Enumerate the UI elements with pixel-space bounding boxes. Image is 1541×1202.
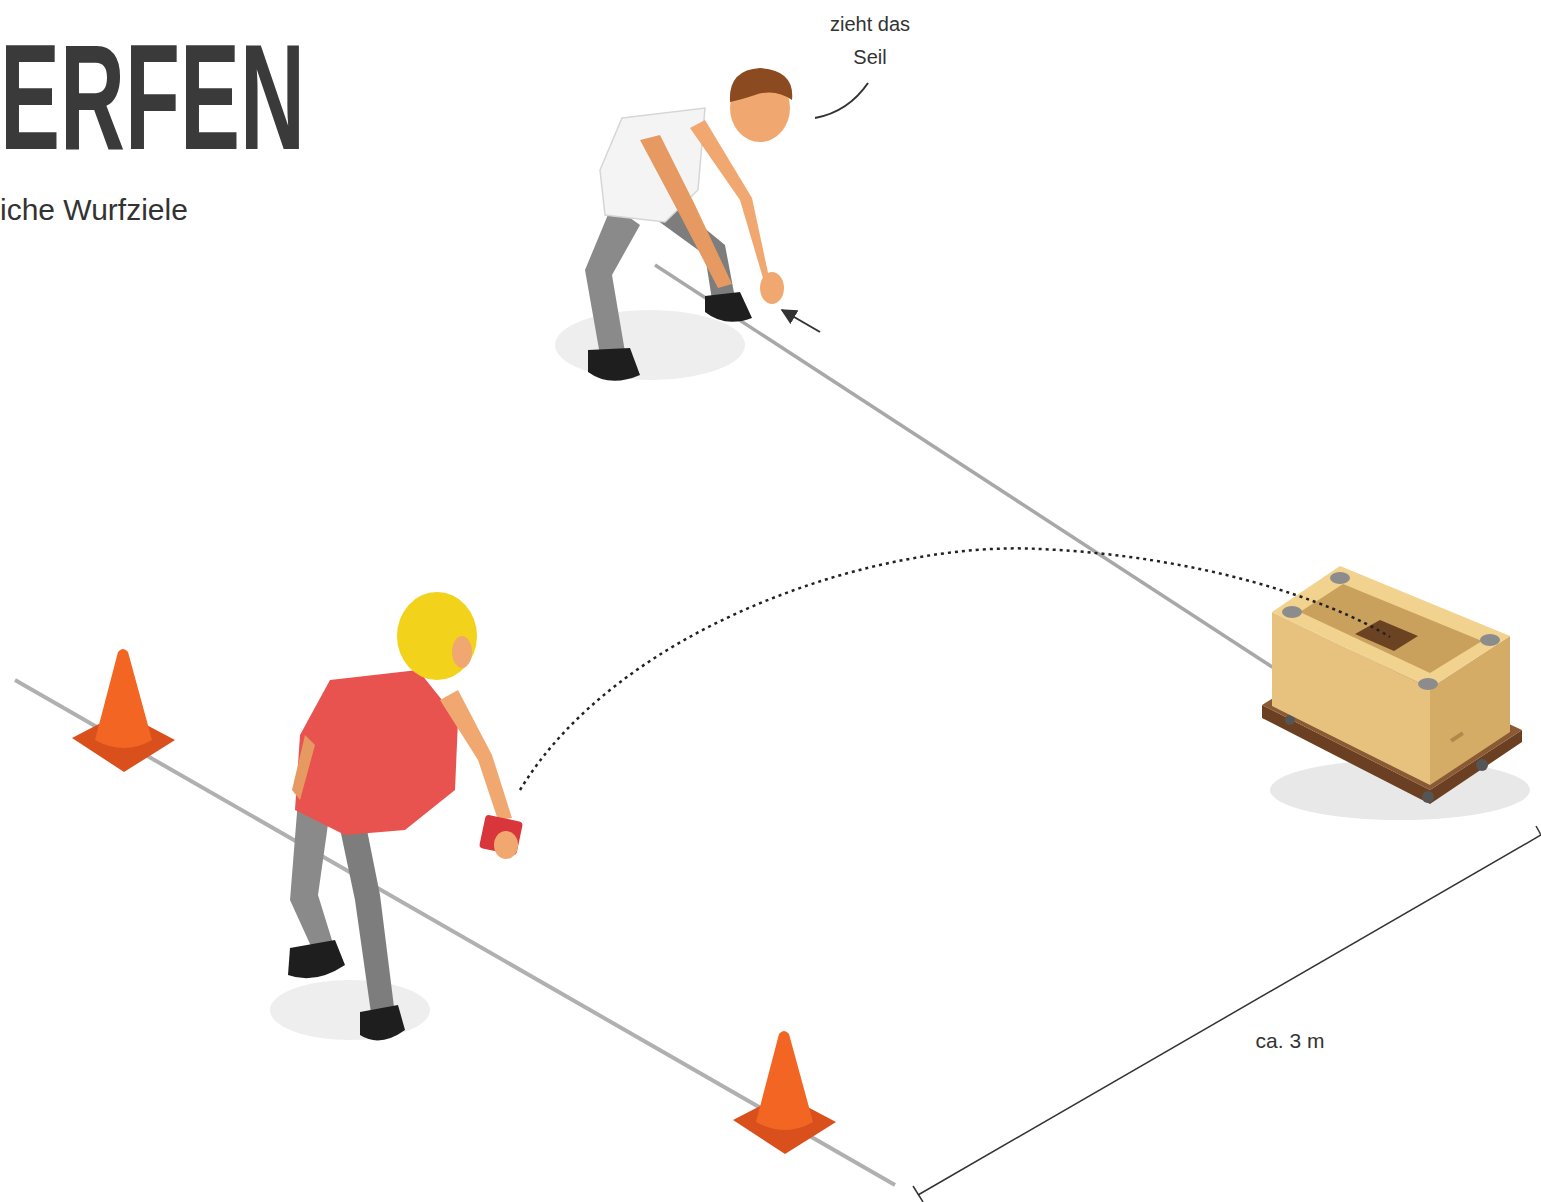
box-inside: [1300, 584, 1482, 673]
dimension-tick: [913, 1186, 923, 1202]
arm: [690, 120, 780, 292]
shoe: [288, 940, 345, 978]
stack-knob: [1282, 606, 1302, 618]
puller-person: [555, 68, 792, 381]
subtitle: iche Wurfziele: [0, 192, 400, 228]
cone: [733, 1031, 836, 1154]
callout-note: zieht das Seil: [815, 8, 925, 74]
arm: [440, 690, 512, 820]
leg: [335, 805, 395, 1020]
stack-knob: [1480, 634, 1500, 646]
thrower-person: [270, 592, 523, 1040]
stack-knob: [1330, 572, 1350, 584]
shoe: [360, 1005, 405, 1040]
hand: [760, 272, 784, 304]
stack-knob: [1418, 678, 1438, 690]
target-box: [1262, 566, 1530, 820]
shadow: [270, 980, 430, 1040]
cone-body: [95, 649, 152, 748]
wheel: [1422, 791, 1434, 803]
shirt: [295, 670, 458, 835]
dimension-line: [918, 835, 1541, 1195]
hand: [494, 831, 518, 859]
cone: [72, 649, 175, 772]
leg: [585, 205, 640, 355]
arm: [640, 135, 732, 288]
hair: [397, 592, 477, 680]
arm: [292, 735, 315, 800]
cone-body: [756, 1031, 813, 1130]
box-hole: [1355, 620, 1418, 651]
box-top: [1272, 566, 1510, 688]
dimension-label: ca. 3 m: [1240, 1028, 1340, 1054]
pull-arrow: [782, 310, 820, 332]
rope: [655, 265, 1280, 672]
leader-line: [815, 83, 868, 118]
title: ERFEN: [0, 22, 305, 172]
shoe: [588, 348, 640, 381]
throw-trajectory: [520, 548, 1390, 790]
dimension-tick: [1536, 826, 1541, 835]
shadow: [555, 310, 745, 380]
wheel: [1476, 759, 1488, 771]
shoe: [705, 292, 752, 322]
handle: [1450, 732, 1464, 743]
hair: [730, 68, 792, 102]
ear: [452, 636, 472, 668]
